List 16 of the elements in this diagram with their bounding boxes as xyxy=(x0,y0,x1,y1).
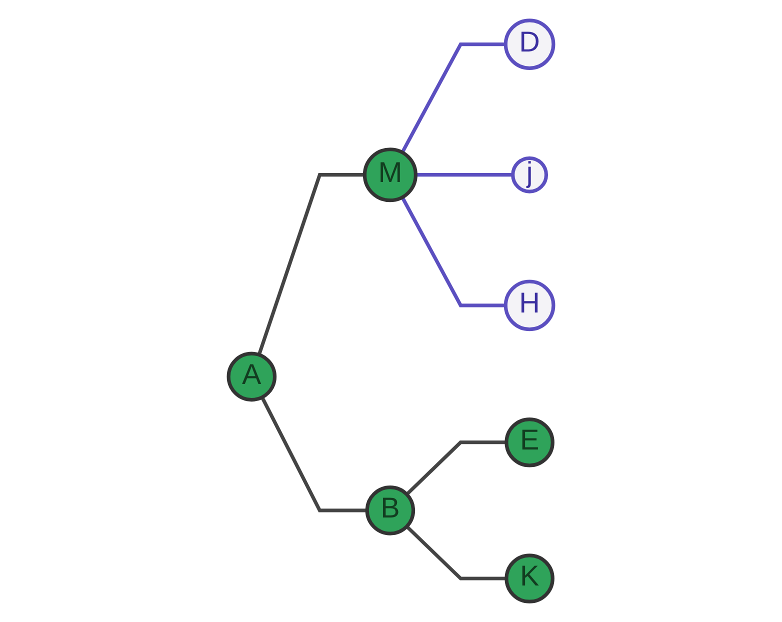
node-circle xyxy=(365,486,416,536)
connector xyxy=(400,196,506,308)
node-circle xyxy=(511,156,548,194)
connector xyxy=(400,42,506,154)
graph-drawing: A M D j H B E K xyxy=(6,6,776,616)
connector xyxy=(257,173,365,356)
node-circle xyxy=(504,554,554,604)
node-circle xyxy=(504,417,554,468)
connector xyxy=(260,396,368,512)
node-circle xyxy=(362,148,418,202)
node-circle xyxy=(226,352,277,402)
node-circle xyxy=(504,280,556,332)
connector xyxy=(406,525,506,580)
node-circle xyxy=(504,18,556,70)
connector xyxy=(416,173,513,177)
connector xyxy=(406,440,506,496)
